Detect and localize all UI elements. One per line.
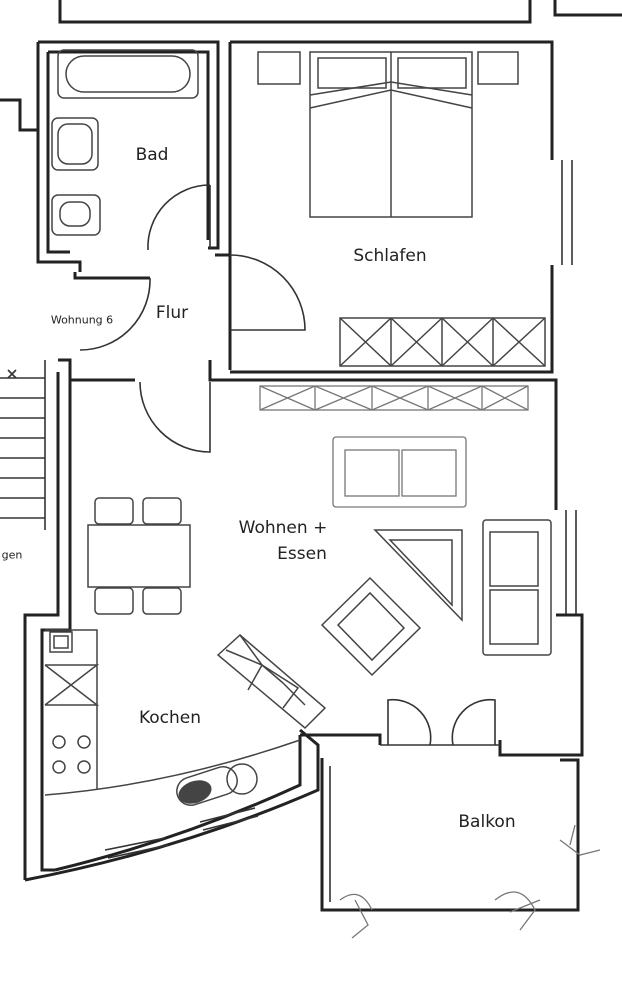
staircase bbox=[0, 360, 46, 530]
armchair bbox=[320, 576, 422, 677]
coffee-table bbox=[373, 529, 463, 622]
living-cabinet bbox=[259, 385, 529, 411]
kitchen-counter bbox=[44, 629, 301, 807]
room-label-balkon: Balkon bbox=[458, 812, 516, 832]
room-label-kochen: Kochen bbox=[138, 708, 202, 728]
stair-label-fragment: gen bbox=[1, 548, 23, 562]
bedroom-furniture bbox=[257, 51, 546, 367]
door-swings bbox=[79, 184, 496, 746]
label-wohnung: Wohnung 6 bbox=[50, 313, 114, 327]
room-label-wohnen: Wohnen + bbox=[238, 518, 328, 538]
balcony-decoration bbox=[339, 824, 601, 939]
room-label-flur: Flur bbox=[155, 303, 189, 323]
room-label-essen: Essen bbox=[277, 544, 327, 564]
room-label-schlafen: Schlafen bbox=[353, 246, 427, 266]
bathroom-fixtures bbox=[51, 49, 199, 236]
walls bbox=[0, 0, 622, 912]
sofa-top bbox=[332, 436, 467, 508]
dining-table bbox=[87, 497, 191, 615]
room-label-bad: Bad bbox=[135, 145, 169, 165]
sideboard bbox=[216, 633, 327, 730]
sofa-right bbox=[482, 519, 552, 656]
